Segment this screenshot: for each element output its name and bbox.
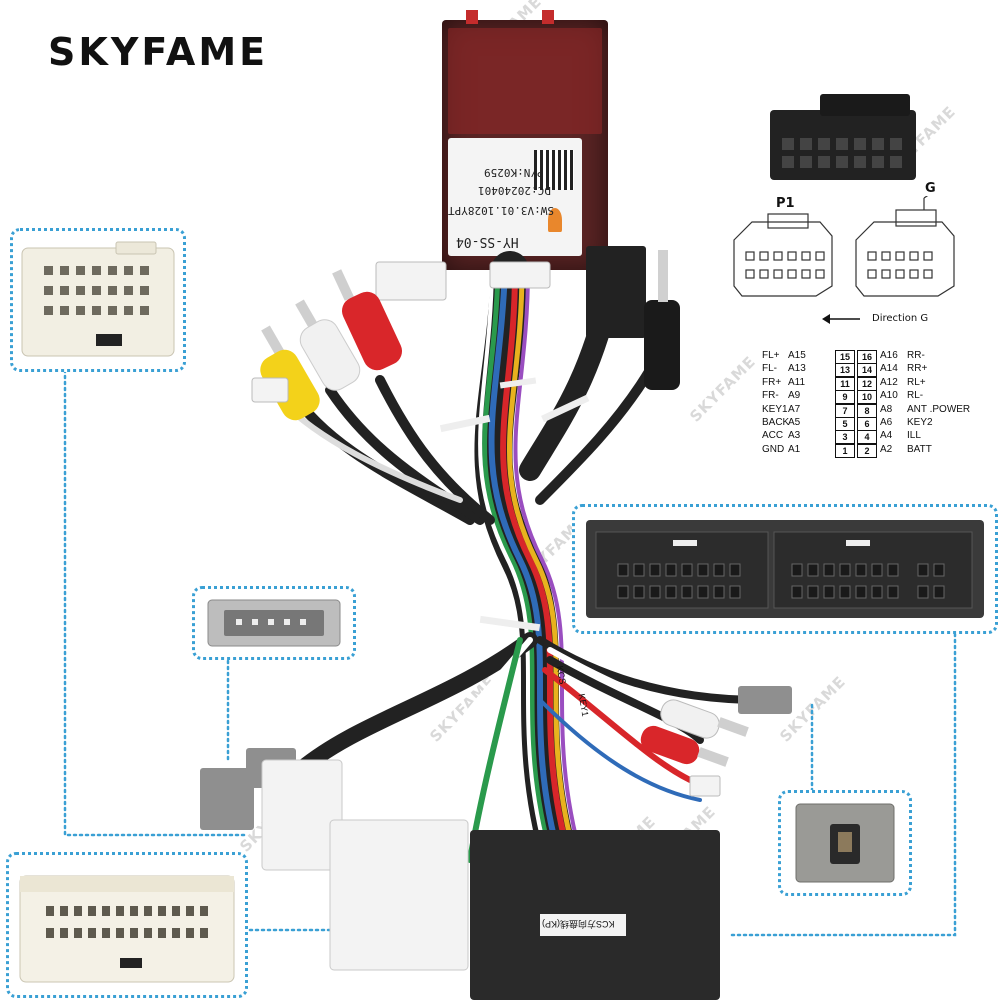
arrow-left-icon [822, 314, 860, 324]
harness-tag-kcs-label: KCS方向盘线(KP) [542, 919, 615, 929]
black-connector-large [586, 520, 984, 618]
direction-label: Direction G [872, 313, 929, 324]
pin-right-name: ANT .POWER [907, 403, 971, 415]
black-16pin-connector-photo [770, 94, 916, 180]
module-label: HY-SS-04 SW:V3.01.1028YPT DC:20240401 P/… [448, 138, 582, 256]
callout-box-top-left [10, 228, 186, 372]
pin-left-code: A13 [788, 363, 806, 375]
pin-right-name: RL+ [907, 376, 926, 388]
white-connector-16pin [21, 241, 175, 357]
callout-box-grey-small [192, 586, 356, 660]
grey-connector-2pin [795, 803, 895, 883]
callout-box-black-large [572, 504, 998, 634]
pin-left-code: A9 [788, 390, 801, 402]
flame-logo-icon [548, 208, 562, 232]
qr-code-icon [534, 150, 574, 190]
pin-left-name: FR- [762, 390, 779, 402]
pin-left-name: BACK [762, 417, 790, 428]
pin-left-name: FL- [762, 363, 777, 375]
pin-left-code: A3 [788, 430, 801, 442]
pin-left-code: A7 [788, 403, 801, 415]
callout-box-bottom-left [6, 852, 248, 998]
pin-left-name: GND [762, 443, 785, 455]
pin-right-code: A4 [880, 430, 893, 442]
pin-right-name: RR- [907, 350, 925, 361]
pin-right-number: 2 [857, 443, 877, 458]
pin-right-code: A12 [880, 376, 898, 388]
label-p1: P1 [776, 196, 795, 211]
pin-left-code: A1 [788, 443, 801, 455]
pin-right-name: RL- [907, 390, 924, 402]
pin-right-name: KEY2 [907, 417, 933, 428]
grey-connector-6pin [207, 599, 341, 647]
module-led [542, 10, 554, 24]
white-connector-24pin [19, 875, 235, 983]
pin-right-name: BATT [907, 443, 932, 455]
pin-left-code: A5 [788, 417, 801, 428]
pin-left-name: FL+ [762, 350, 780, 361]
callout-box-bottom-right [778, 790, 912, 896]
pin-left-name: KEY1 [762, 403, 788, 415]
pin-right-name: ILL [907, 430, 921, 442]
pin-right-code: A2 [880, 443, 893, 455]
pin-right-code: A16 [880, 350, 898, 361]
pin-left-name: ACC [762, 430, 784, 442]
label-g: G [925, 181, 936, 196]
pin-left-number: 1 [835, 443, 855, 458]
pin-right-code: A10 [880, 390, 898, 402]
pin-right-code: A14 [880, 363, 898, 375]
pin-left-code: A15 [788, 350, 806, 361]
pin-left-code: A11 [788, 376, 806, 388]
p1-g-line-drawings [733, 196, 955, 297]
pin-right-name: RR+ [907, 363, 928, 375]
brand-logo: SKYFAME [48, 30, 269, 74]
module-translucent-top [448, 28, 602, 134]
pin-right-code: A6 [880, 417, 893, 428]
module-led [466, 10, 478, 24]
pin-right-code: A8 [880, 403, 893, 415]
pin-left-name: FR+ [762, 376, 782, 388]
